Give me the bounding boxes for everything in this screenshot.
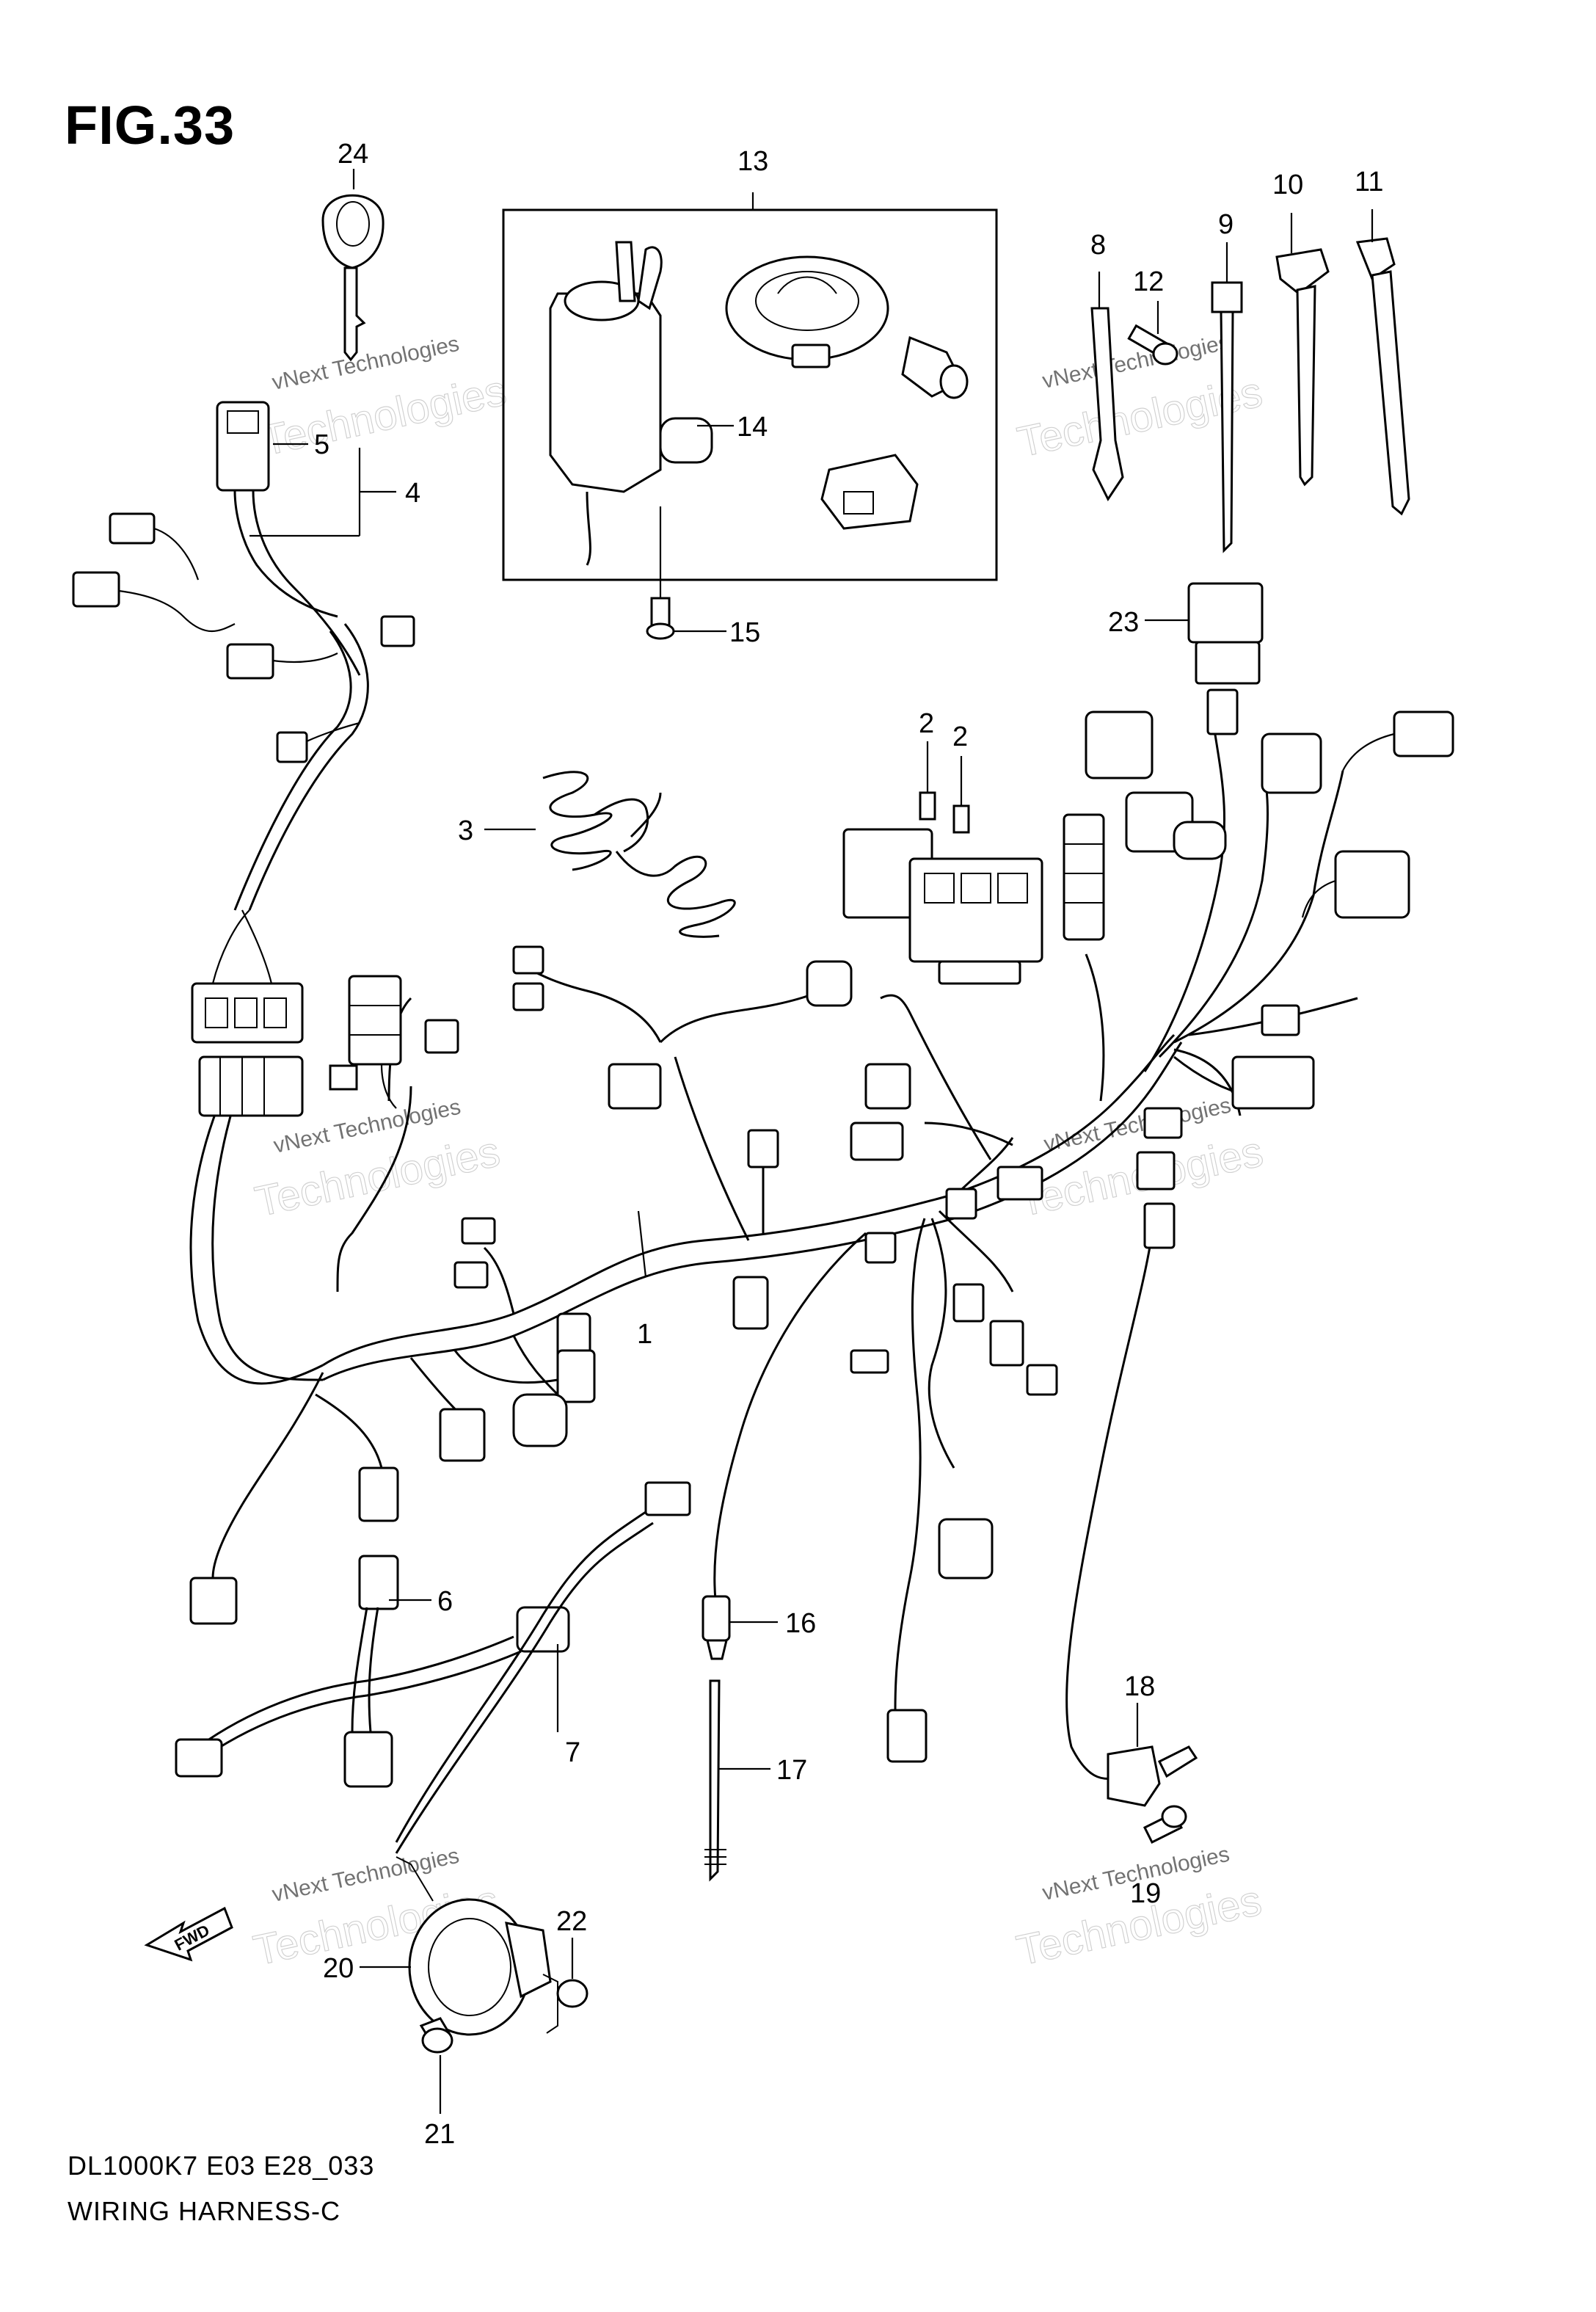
callout-24: 24 bbox=[338, 139, 368, 170]
callout-7: 7 bbox=[565, 1737, 580, 1768]
callout-8: 8 bbox=[1090, 230, 1106, 261]
relay-part-23 bbox=[1145, 582, 1264, 685]
rod-part-17 bbox=[704, 1679, 770, 1882]
callout-12: 12 bbox=[1133, 266, 1164, 297]
screw-part-12 bbox=[1127, 301, 1178, 366]
spring-part-3 bbox=[484, 771, 736, 938]
footer-diagram-title: WIRING HARNESS-C bbox=[68, 2196, 341, 2226]
callout-13: 13 bbox=[737, 146, 768, 177]
callout-1: 1 bbox=[637, 1319, 652, 1350]
part-callouts: 24 13 14 15 8 12 9 10 11 23 5 4 3 2 2 1 … bbox=[314, 139, 1383, 2150]
bolt-part-21 bbox=[419, 2017, 453, 2114]
ignition-switch-set-box bbox=[502, 208, 998, 581]
switch-part-18 bbox=[1107, 1703, 1198, 1807]
screw-part-15 bbox=[646, 580, 726, 640]
callout-2-a: 2 bbox=[919, 708, 934, 739]
cable-tie-part-9 bbox=[1211, 242, 1243, 553]
callout-18: 18 bbox=[1124, 1671, 1155, 1702]
connector-sub-harness bbox=[72, 401, 415, 763]
forward-direction-arrow: FWD bbox=[144, 1906, 233, 1962]
key-part bbox=[321, 194, 385, 362]
callout-20: 20 bbox=[323, 1953, 354, 1984]
horn-part-20 bbox=[360, 1856, 558, 2036]
callout-16: 16 bbox=[785, 1608, 816, 1639]
figure-title: FIG.33 bbox=[65, 95, 236, 156]
leader-lines bbox=[249, 169, 754, 1278]
callout-9: 9 bbox=[1218, 209, 1234, 240]
callout-10: 10 bbox=[1272, 170, 1303, 200]
sub-harness-part-6 bbox=[175, 1599, 570, 1788]
fuse-parts-2 bbox=[919, 741, 970, 834]
callout-6: 6 bbox=[437, 1586, 453, 1617]
callout-17: 17 bbox=[776, 1755, 807, 1786]
callout-22: 22 bbox=[556, 1906, 587, 1937]
clamp-part-8 bbox=[1090, 272, 1124, 501]
callout-19: 19 bbox=[1130, 1878, 1161, 1909]
callout-4: 4 bbox=[405, 478, 420, 509]
clamp-tie-part-10 bbox=[1275, 213, 1330, 487]
callout-3: 3 bbox=[458, 815, 473, 846]
nut-part-22 bbox=[556, 1938, 589, 2008]
harness-connectors bbox=[189, 688, 1454, 1763]
clamp-tie-part-11 bbox=[1355, 209, 1410, 516]
wire-part-7 bbox=[395, 1481, 691, 1854]
screw-part-19 bbox=[1143, 1805, 1187, 1844]
callout-14: 14 bbox=[737, 412, 768, 443]
callout-21: 21 bbox=[424, 2119, 455, 2150]
switch-part-16 bbox=[702, 1595, 778, 1660]
callout-11: 11 bbox=[1355, 167, 1383, 197]
callout-5: 5 bbox=[314, 429, 329, 460]
footer-model-code: DL1000K7 E03 E28_033 bbox=[68, 2151, 375, 2181]
callout-23: 23 bbox=[1108, 607, 1139, 638]
callout-2-b: 2 bbox=[952, 721, 968, 752]
callout-15: 15 bbox=[729, 617, 760, 648]
